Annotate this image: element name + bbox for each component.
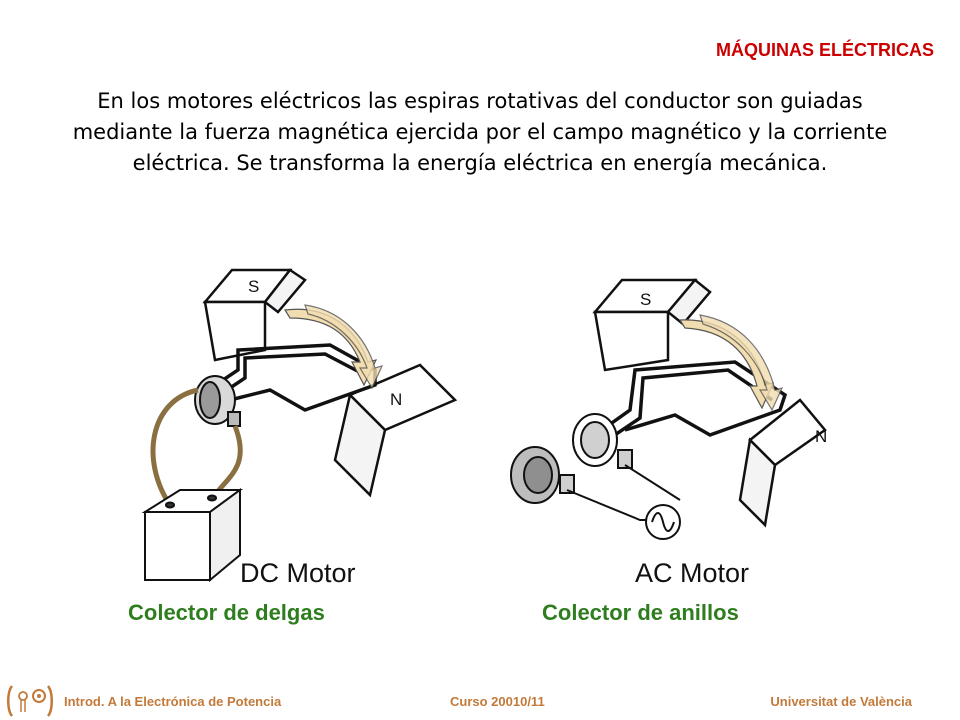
rotation-arrows <box>283 304 384 390</box>
n-pole <box>738 398 827 528</box>
rotation-arrows <box>678 314 784 412</box>
dc-caption: Colector de delgas <box>128 600 325 625</box>
pole-s-label: S <box>640 290 651 309</box>
ac-caption: Colector de anillos <box>542 600 739 625</box>
pole-n-label: N <box>390 390 402 409</box>
pole-n-label: N <box>815 427 827 446</box>
ac-source <box>645 504 681 540</box>
footer-course-title: Introd. A la Electrónica de Potencia <box>64 694 282 709</box>
footer-university: Universitat de València <box>770 694 912 709</box>
ac-motor-diagram: S N AC Motor <box>510 278 827 588</box>
dc-motor-label: DC Motor <box>240 558 356 588</box>
ac-motor-label: AC Motor <box>635 558 749 588</box>
slide-title: MÁQUINAS ELÉCTRICAS <box>715 40 934 60</box>
dc-motor-diagram: S N DC Motor <box>141 268 458 588</box>
n-pole <box>333 363 458 498</box>
slip-rings <box>510 413 633 504</box>
conductor-loop <box>593 360 788 447</box>
s-pole <box>202 268 307 362</box>
footer-course-year: Curso 20010/11 <box>450 694 545 709</box>
pole-s-label: S <box>248 277 259 296</box>
s-pole <box>592 278 712 372</box>
intro-paragraph: En los motores eléctricos las espiras ro… <box>72 89 888 175</box>
university-logo-icon <box>7 685 53 717</box>
commutator <box>194 375 241 427</box>
battery <box>141 488 244 583</box>
